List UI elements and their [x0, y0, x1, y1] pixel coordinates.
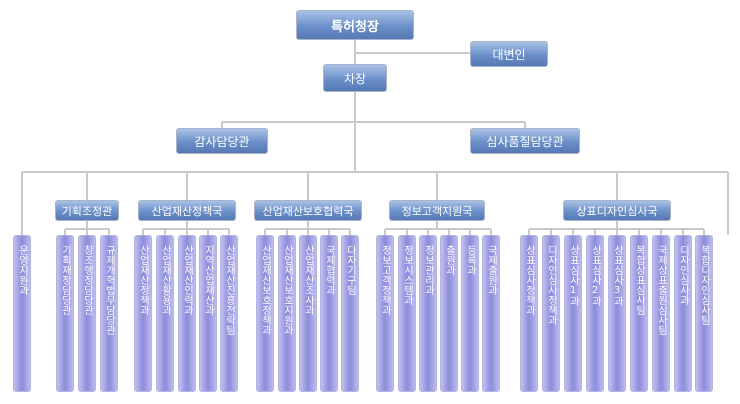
vice-commissioner-label: 차장 [343, 71, 367, 86]
unit-box: 상표심사2과 [586, 235, 604, 392]
unit-label: 산업재산정책과 [137, 245, 149, 315]
bureau-trademark-design-label: 상표디자인심사국 [576, 204, 658, 218]
unit-label: 등록과 [464, 245, 476, 275]
unit-box: 상표심사1과 [564, 235, 582, 392]
unit-label: 상표심사3과 [611, 245, 623, 306]
bureau-ip-protection: 산업재산보호협력국 [254, 200, 362, 221]
unit-label: 상표심사정책과 [523, 245, 535, 315]
unit-label: 운영지원과 [16, 245, 28, 295]
unit-label: 산업재산보호지원과 [281, 245, 293, 335]
quality-officer-box: 심사품질담당관 [470, 128, 580, 154]
unit-box: 규제개혁법무담당관 [100, 235, 118, 392]
unit-label: 산업재산활용과 [159, 245, 171, 315]
unit-label: 산업재산보호정책과 [259, 245, 271, 335]
unit-box: 창조행정담당관 [78, 235, 96, 392]
unit-box: 국제상표출원심사팀 [652, 235, 670, 392]
spokesperson-label: 대변인 [492, 47, 526, 62]
unit-box: 출원과 [440, 235, 458, 392]
unit-box: 상표심사3과 [608, 235, 626, 392]
unit-label: 산업재산조사과 [302, 245, 314, 315]
unit-box: 산업재산보호정책과 [256, 235, 274, 392]
unit-label: 정보관리과 [422, 245, 434, 295]
unit-box: 정보고객정책과 [376, 235, 394, 392]
unit-box: 상표심사정책과 [520, 235, 538, 392]
quality-officer-label: 심사품질담당관 [486, 134, 564, 149]
unit-label: 상표심사2과 [589, 245, 601, 306]
unit-box: 국제협력과 [320, 235, 338, 392]
unit-box: 정보관리과 [419, 235, 437, 392]
bureau-ip-protection-label: 산업재산보호협력국 [262, 204, 354, 218]
bureau-ip-policy-label: 산업재산정책국 [151, 204, 223, 218]
unit-box: 지역산업재산과 [199, 235, 217, 392]
commissioner-box: 특허청장 [296, 10, 414, 40]
unit-box: 정보시스템과 [398, 235, 416, 392]
commissioner-label: 특허청장 [331, 19, 379, 35]
unit-box: 복합디자인심사팀 [695, 235, 713, 392]
unit-label: 출원과 [443, 245, 455, 275]
spokesperson-box: 대변인 [470, 41, 548, 67]
unit-label: 규제개혁법무담당관 [103, 245, 115, 335]
unit-label: 지역산업재산과 [202, 245, 214, 315]
audit-officer-box: 감사담당관 [176, 128, 268, 154]
unit-label: 산업재산인력과 [181, 245, 193, 315]
unit-box: 산업재산활용과 [156, 235, 174, 392]
unit-label: 상표심사1과 [567, 245, 579, 306]
unit-box: 산업재산보호지원과 [278, 235, 296, 392]
unit-box: 국제출원과 [482, 235, 500, 392]
bureau-planning: 기획조정관 [55, 200, 119, 221]
unit-label: 복합상표심사팀 [633, 245, 645, 315]
bureau-info-customer: 정보고객지원국 [389, 200, 485, 221]
unit-label: 복합디자인심사팀 [698, 245, 710, 325]
unit-box: 산업재산인력과 [178, 235, 196, 392]
unit-label: 기획재정담당관 [59, 245, 71, 315]
unit-label: 산업재산진흥전략팀 [223, 245, 235, 335]
unit-label: 국제상표출원심사팀 [655, 245, 667, 335]
unit-box: 등록과 [461, 235, 479, 392]
unit-label: 디자인심사과 [677, 245, 689, 305]
unit-box: 산업재산조사과 [299, 235, 317, 392]
bureau-planning-label: 기획조정관 [61, 204, 113, 218]
unit-box: 기획재정담당관 [56, 235, 74, 392]
bureau-info-customer-label: 정보고객지원국 [401, 204, 473, 218]
vice-commissioner-box: 차장 [323, 64, 387, 92]
bureau-trademark-design: 상표디자인심사국 [563, 200, 671, 221]
unit-label: 정보고객정책과 [379, 245, 391, 315]
unit-label: 다자기구팀 [344, 245, 356, 295]
unit-box: 디자인심사정책과 [542, 235, 560, 392]
audit-officer-label: 감사담당관 [194, 134, 250, 149]
unit-operations-support: 운영지원과 [13, 235, 31, 392]
unit-label: 디자인심사정책과 [545, 245, 557, 325]
unit-box: 산업재산정책과 [134, 235, 152, 392]
unit-box: 산업재산진흥전략팀 [220, 235, 238, 392]
unit-label: 정보시스템과 [401, 245, 413, 305]
unit-box: 다자기구팀 [341, 235, 359, 392]
unit-box: 디자인심사과 [674, 235, 692, 392]
unit-box: 복합상표심사팀 [630, 235, 648, 392]
unit-label: 창조행정담당관 [81, 245, 93, 315]
unit-label: 국제협력과 [323, 245, 335, 295]
unit-label: 국제출원과 [485, 245, 497, 295]
bureau-ip-policy: 산업재산정책국 [138, 200, 236, 221]
